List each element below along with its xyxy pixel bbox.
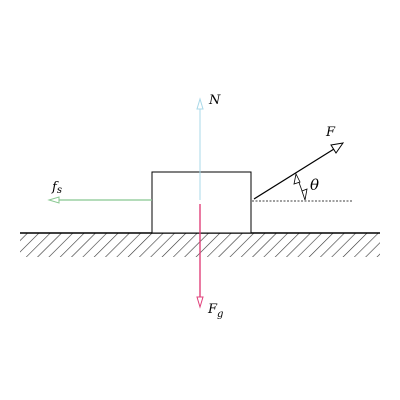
- applied-force-arrowhead: [330, 142, 345, 154]
- normal-force-arrow: [196, 97, 204, 200]
- applied-force-arrow: [253, 142, 345, 200]
- angle-marker-arrowhead-bottom: [301, 188, 308, 201]
- angle-arc-marker: [293, 172, 308, 201]
- angle-marker-arrowhead-top: [293, 172, 301, 185]
- gravity-force-label-main: F: [207, 302, 218, 317]
- gravity-force-label: Fg: [207, 302, 223, 320]
- friction-force-arrowhead: [47, 196, 60, 204]
- gravity-force-arrow: [196, 204, 204, 309]
- friction-force-label-subscript: s: [57, 185, 62, 196]
- normal-force-label: N: [208, 93, 221, 108]
- friction-force-arrow: [47, 196, 152, 204]
- applied-force-line: [253, 148, 335, 200]
- normal-force-arrowhead: [196, 97, 204, 110]
- block: [151, 171, 252, 234]
- friction-force-label: fs: [51, 180, 62, 196]
- gravity-force-arrowhead: [196, 296, 204, 309]
- angle-label: θ: [310, 176, 319, 194]
- friction-force-label-main: f: [51, 180, 59, 195]
- applied-force-label: F: [325, 125, 336, 140]
- gravity-force-label-subscript: g: [217, 309, 223, 320]
